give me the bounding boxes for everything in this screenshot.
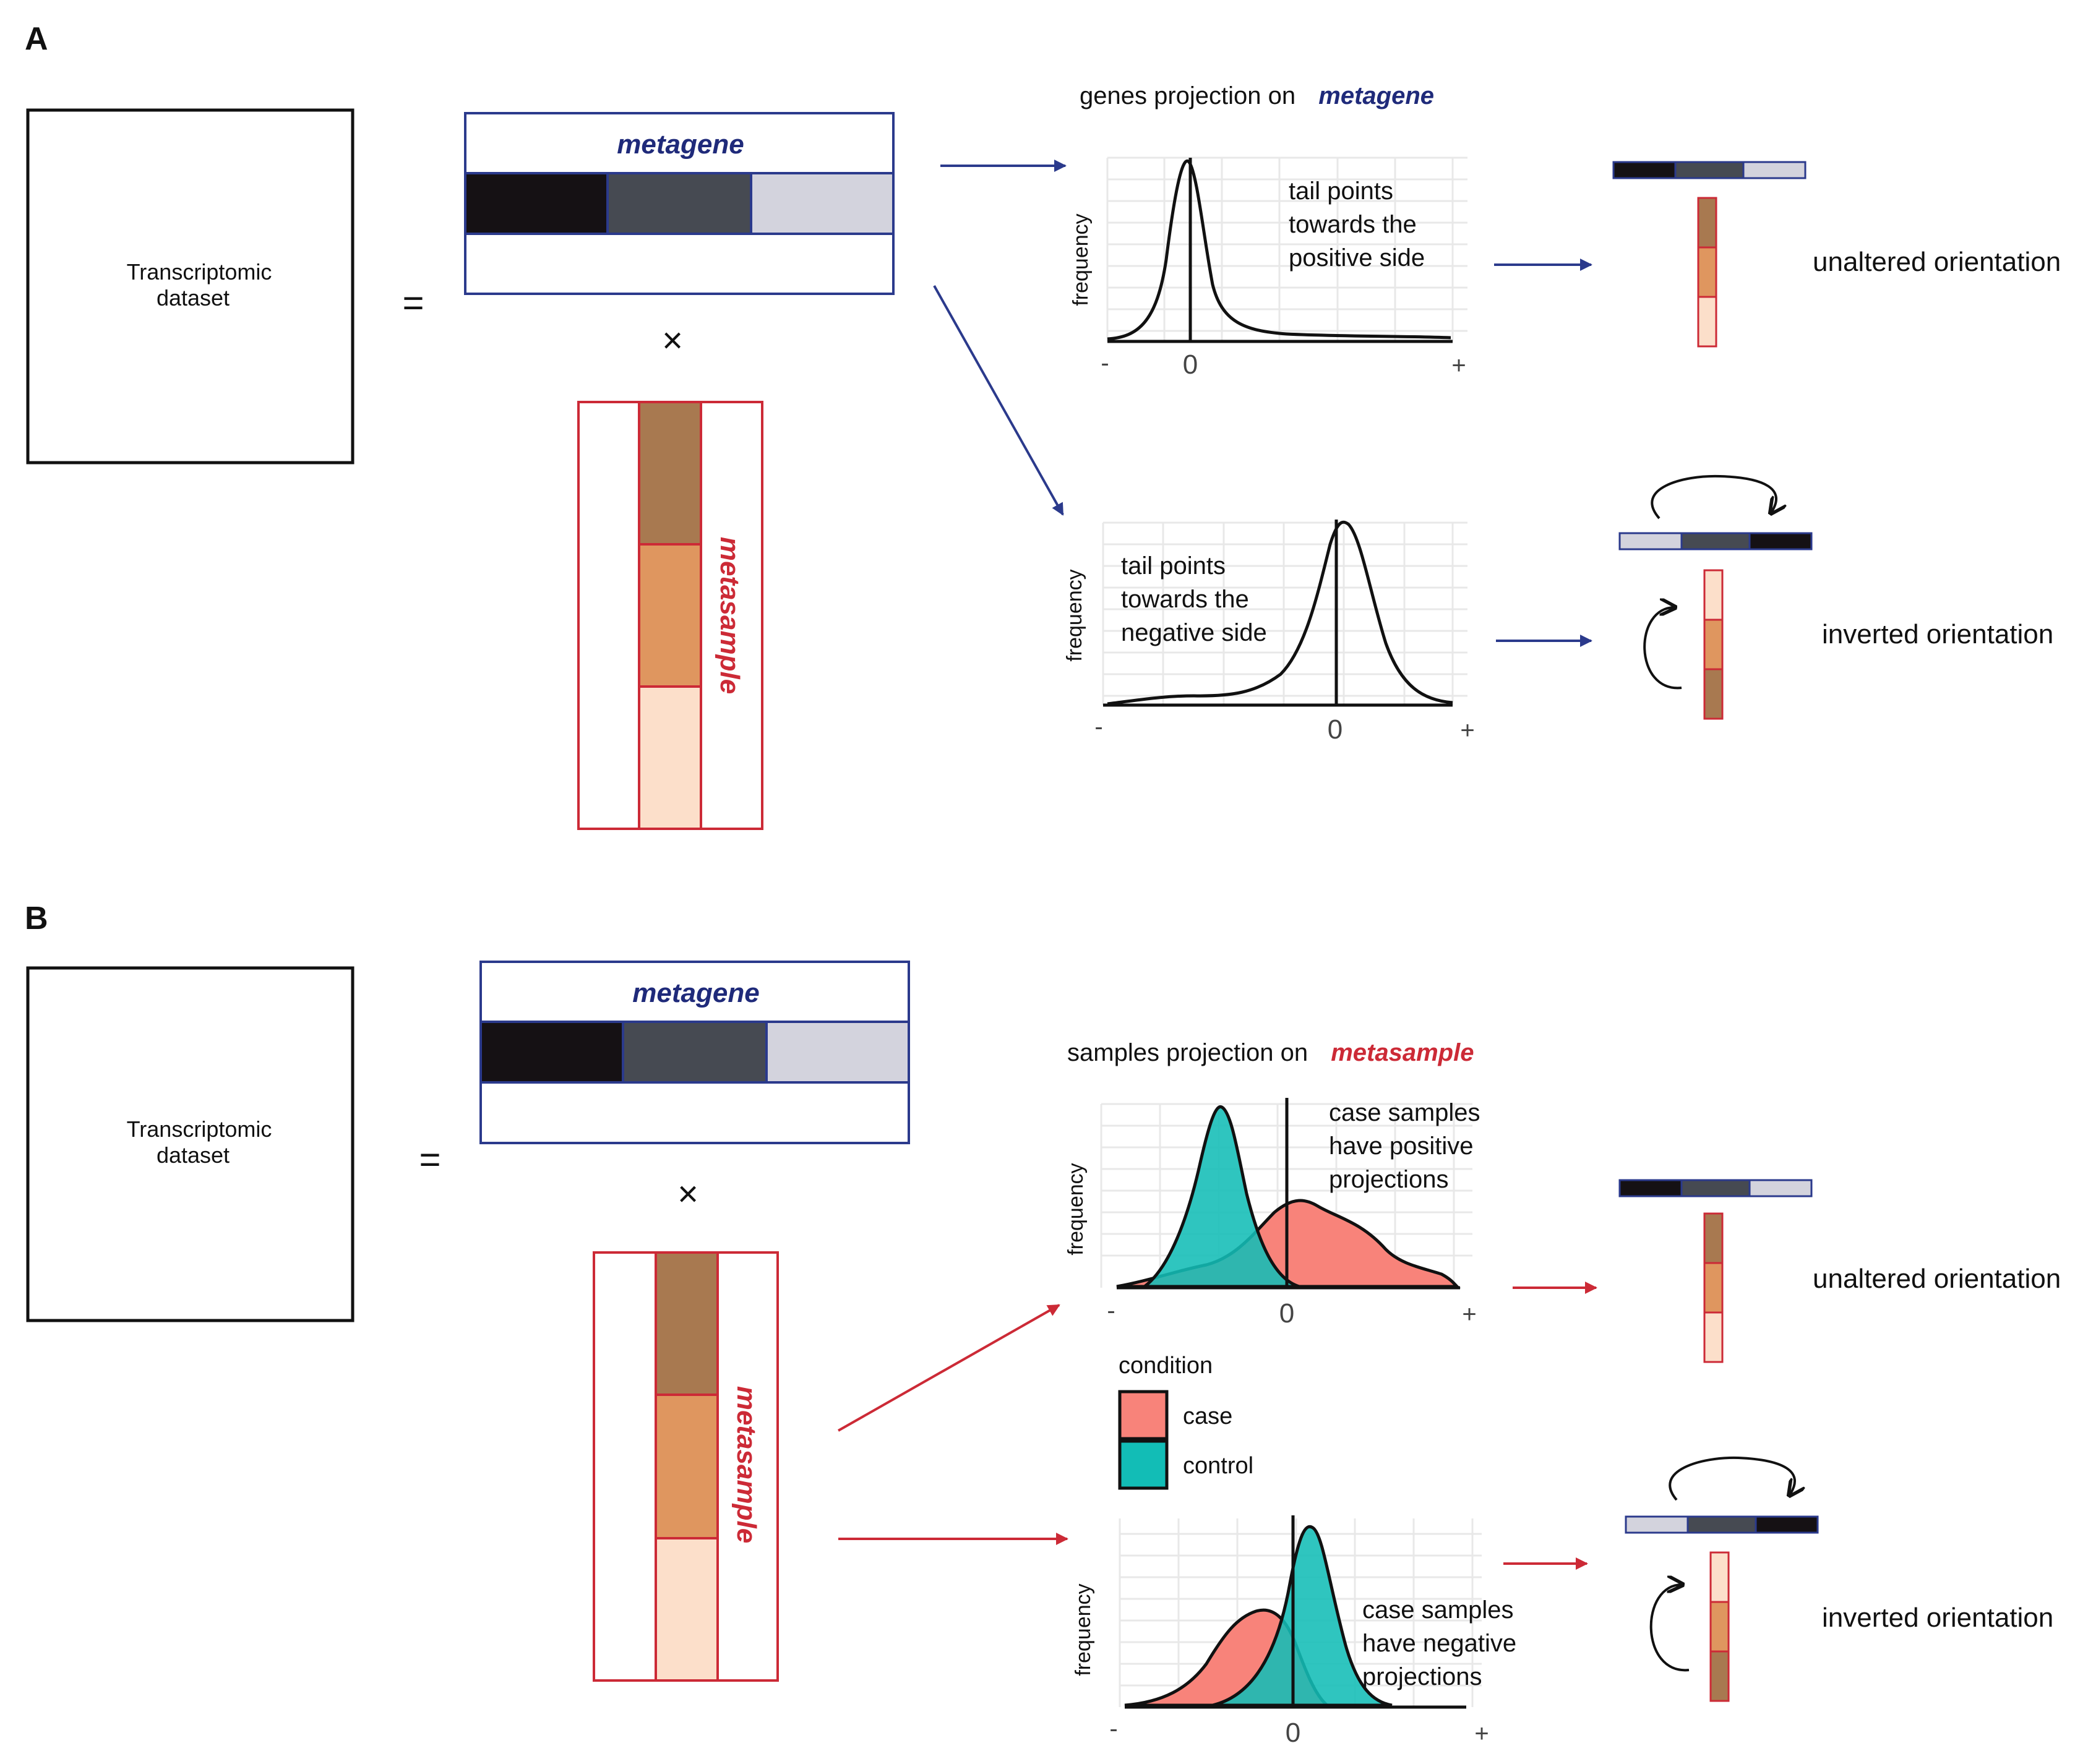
plot-b1-tick-zero: 0 [1279,1298,1294,1329]
orientation-b2-inverted [1625,1456,1819,1702]
flip-arrow-vertical-b [1649,1585,1690,1672]
plot-b2-ylabel: frequency [1072,1583,1095,1676]
metasample-matrix-a [577,401,763,830]
equals-sign-a: = [402,282,424,323]
flip-arrow-horizontal-b [1669,1456,1795,1501]
plot-a2-annotation-line2: towards the [1121,586,1249,613]
panel-a-letter: A [25,21,48,57]
legend-title: condition [1119,1353,1213,1379]
plot-a1-tick-plus: + [1451,352,1466,379]
dataset-box-a [26,108,354,465]
legend-case-label: case [1183,1403,1232,1429]
plot-a2-annotation-line1: tail points [1121,552,1226,580]
plot-a2-ylabel: frequency [1063,569,1086,661]
orientation-b1-label: unaltered orientation [1813,1264,2061,1294]
metagene-label-a: metagene [617,129,744,160]
orientation-a2-inverted [1618,474,1813,720]
plot-a1-annotation-line1: tail points [1289,178,1393,205]
plot-a1-tick-zero: 0 [1183,349,1198,380]
metasample-label-b: metasample [731,1386,762,1543]
arrow-metagene-to-plot2 [933,285,1064,516]
flip-arrow-horizontal-a [1651,474,1776,520]
plot-b2-tick-minus: - [1109,1715,1117,1742]
plot-a1: frequency - 0 + tail points towards the … [1069,156,1467,380]
plot-a2-grid [1102,521,1467,705]
orientation-a1-label: unaltered orientation [1813,247,2061,277]
plot-b1-annotation-line2: have positive [1329,1132,1473,1160]
plot-b2-annotation-line2: have negative [1362,1630,1516,1657]
plot-a2-tick-minus: - [1094,713,1102,740]
plot-a2-annotation-line3: negative side [1121,619,1267,646]
plot-a1-tick-minus: - [1101,349,1109,377]
dataset-label-a-line2: dataset [157,285,230,310]
legend-control-label: control [1183,1453,1253,1479]
plot-b1-annotation-line1: case samples [1329,1099,1480,1126]
plot-title-a-emph: metagene [1318,82,1434,109]
orientation-b1-unaltered [1618,1179,1813,1363]
plot-a2-density-curve [1107,520,1453,706]
plot-a1-ylabel: frequency [1069,213,1093,306]
plot-title-a-prefix: genes projection on [1080,82,1295,109]
plot-title-a: genes projection on metagene [1080,82,1434,109]
legend: condition case control [1118,1353,1253,1490]
orientation-a2-label: inverted orientation [1822,619,2053,649]
plot-a1-density-curve [1107,159,1451,341]
dataset-label-a-line1: Transcriptomic [127,259,272,285]
plot-b1-tick-minus: - [1107,1297,1115,1324]
plot-title-b-prefix: samples projection on [1067,1039,1308,1066]
metagene-matrix-a [464,112,895,295]
flip-arrow-vertical-a [1643,607,1682,690]
times-sign-a: × [662,320,683,361]
equals-sign-b: = [419,1139,440,1180]
times-sign-b: × [677,1174,698,1214]
plot-b2-control-density [1212,1525,1393,1707]
plot-a2-tick-plus: + [1460,717,1474,744]
plot-a2-tick-zero: 0 [1328,714,1343,745]
orientation-a1-unaltered [1612,161,1807,348]
plot-b2-tick-plus: + [1474,1720,1489,1747]
plot-b1-tick-plus: + [1462,1301,1476,1328]
plot-b1-ylabel: frequency [1064,1163,1088,1255]
plot-b2-annotation-line3: projections [1362,1663,1482,1690]
metagene-matrix-b [479,961,910,1144]
panel-b-letter: B [25,901,48,936]
plot-b1: frequency - 0 + case samples have positi… [1064,1098,1480,1329]
dataset-box-b [26,966,354,1322]
plot-b2-tick-zero: 0 [1286,1718,1300,1748]
metasample-matrix-b [593,1251,779,1682]
plot-title-b: samples projection on metasample [1067,1039,1474,1066]
arrow-metasample-to-plot1 [838,1304,1060,1432]
plot-a1-annotation-line3: positive side [1289,244,1425,272]
orientation-b2-label: inverted orientation [1822,1603,2053,1633]
plot-b2-grid [1119,1518,1482,1707]
plot-b2: frequency - 0 + case samples have negati… [1072,1515,1516,1748]
plot-b2-annotation-line1: case samples [1362,1596,1514,1624]
dataset-label-b-line1: Transcriptomic [127,1116,272,1142]
plot-a1-annotation-line2: towards the [1289,211,1417,238]
legend-control-swatch [1118,1439,1169,1490]
metagene-label-b: metagene [632,978,759,1008]
plot-b1-control-density [1140,1105,1300,1288]
legend-case-swatch [1118,1390,1169,1441]
dataset-label-b-line2: dataset [157,1142,230,1168]
plot-title-b-emph: metasample [1331,1039,1474,1066]
plot-b1-annotation-line3: projections [1329,1166,1448,1193]
plot-a2: frequency - 0 + tail points towards the … [1063,520,1475,745]
metasample-label-a: metasample [715,537,745,694]
